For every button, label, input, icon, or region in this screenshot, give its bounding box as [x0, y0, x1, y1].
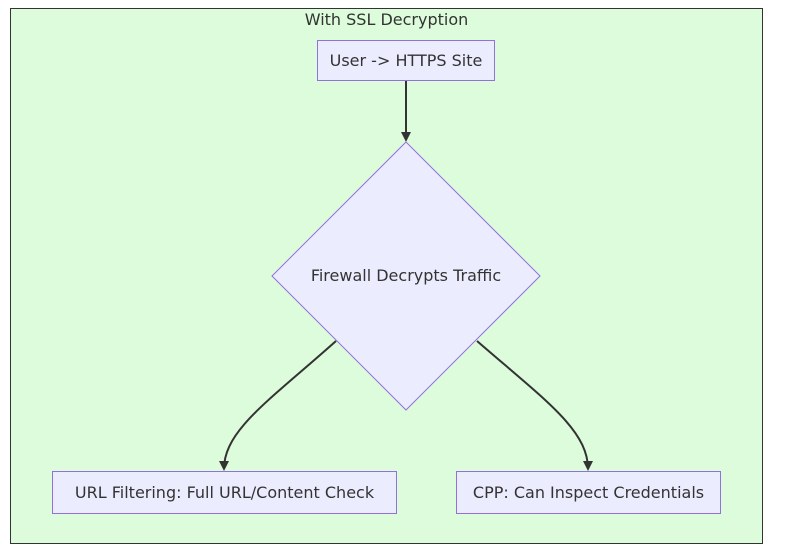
edge-firewall-to-url-filtering	[219, 340, 337, 471]
edge-firewall-to-cpp	[476, 340, 593, 471]
cpp-credentials-label: CPP: Can Inspect Credentials	[472, 483, 705, 502]
firewall-decision-label: Firewall Decrypts Traffic	[310, 266, 502, 285]
firewall-decision-node[interactable]	[271, 141, 541, 411]
user-https-site-node[interactable]: User -> HTTPS Site	[317, 40, 495, 81]
url-filtering-label: URL Filtering: Full URL/Content Check	[74, 483, 375, 502]
user-https-site-label: User -> HTTPS Site	[329, 51, 483, 70]
cpp-credentials-node[interactable]: CPP: Can Inspect Credentials	[456, 471, 721, 514]
cluster-title: With SSL Decryption	[304, 10, 469, 29]
url-filtering-node[interactable]: URL Filtering: Full URL/Content Check	[52, 471, 397, 514]
